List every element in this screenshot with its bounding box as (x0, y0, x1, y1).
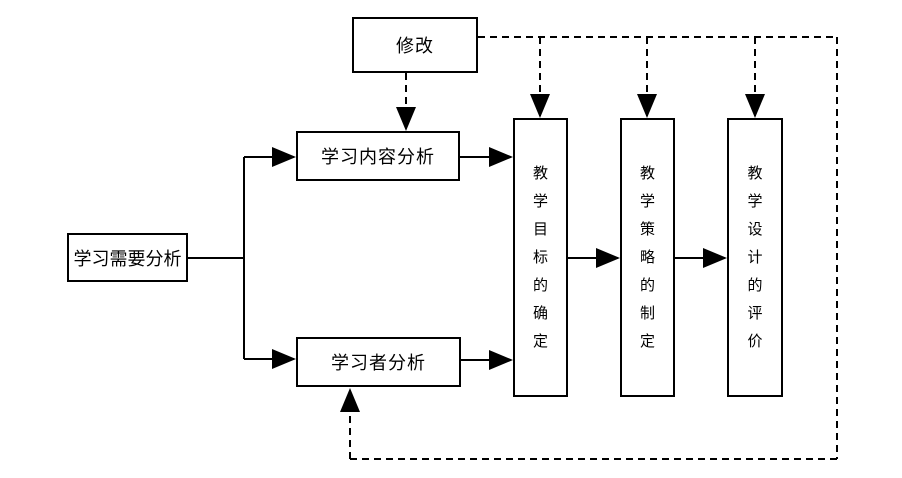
box-teaching-objectives-label: 教学目标的确定 (532, 164, 548, 350)
solid-connectors (188, 147, 727, 370)
box-learner-analysis-label: 学习者分析 (331, 353, 426, 373)
box-learning-content-analysis-label: 学习内容分析 (321, 147, 435, 167)
box-learner-analysis: 学习者分析 (296, 337, 461, 387)
box-revise-label: 修改 (396, 36, 434, 56)
box-learning-content-analysis: 学习内容分析 (296, 131, 460, 181)
box-teaching-strategy-formulation: 教学策略的制定 (620, 118, 675, 397)
box-teaching-objectives-determination: 教学目标的确定 (513, 118, 568, 397)
box-teaching-design-evaluation: 教学设计的评价 (727, 118, 783, 397)
box-teaching-strategy-label: 教学策略的制定 (639, 164, 655, 350)
dashed-connectors (340, 36, 838, 460)
box-teaching-design-evaluation-label: 教学设计的评价 (747, 164, 763, 350)
box-learning-needs-analysis-label: 学习需要分析 (73, 248, 182, 269)
box-revise: 修改 (352, 17, 478, 73)
box-learning-needs-analysis: 学习需要分析 (67, 233, 188, 282)
